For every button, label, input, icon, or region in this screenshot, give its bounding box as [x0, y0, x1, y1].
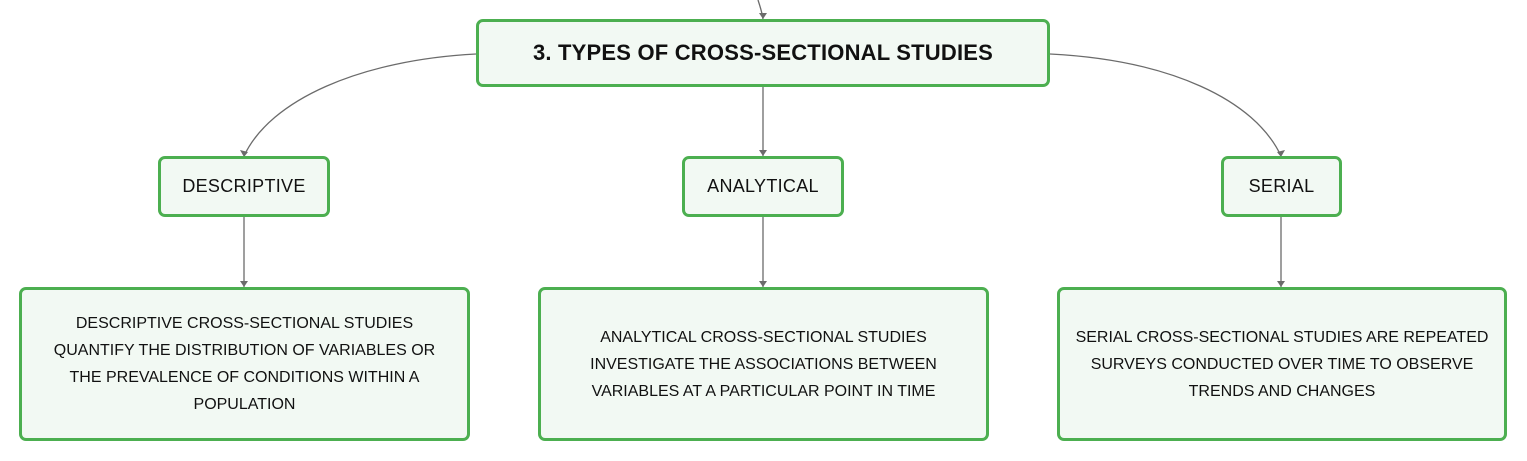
category-node-analytical[interactable]: ANALYTICAL [682, 156, 844, 217]
connector-root-serial [1049, 53, 1282, 157]
category-node-descriptive[interactable]: DESCRIPTIVE [158, 156, 330, 217]
category-label-descriptive: DESCRIPTIVE [182, 176, 306, 196]
arrowhead-descriptive [240, 150, 248, 157]
category-label-analytical: ANALYTICAL [707, 176, 819, 196]
arrowhead-serial-detail [1277, 281, 1285, 287]
arrowhead-descriptive-detail [240, 281, 248, 287]
detail-node-serial[interactable]: SERIAL CROSS-SECTIONAL STUDIES ARE REPEA… [1057, 287, 1507, 441]
detail-text-serial: SERIAL CROSS-SECTIONAL STUDIES ARE REPEA… [1075, 328, 1489, 400]
root-title: 3. TYPES OF CROSS-SECTIONAL STUDIES [532, 40, 994, 65]
connector-root-descriptive [243, 53, 477, 157]
detail-node-analytical[interactable]: ANALYTICAL CROSS-SECTIONAL STUDIES INVES… [538, 287, 989, 441]
arrowhead-serial [1277, 150, 1285, 157]
root-node[interactable]: 3. TYPES OF CROSS-SECTIONAL STUDIES [476, 19, 1050, 87]
category-label-serial: SERIAL [1248, 176, 1315, 196]
arrowhead-analytical-detail [759, 281, 767, 287]
category-node-serial[interactable]: SERIAL [1221, 156, 1342, 217]
detail-text-descriptive: DESCRIPTIVE CROSS-SECTIONAL STUDIES QUAN… [53, 315, 436, 413]
detail-text-analytical: ANALYTICAL CROSS-SECTIONAL STUDIES INVES… [590, 328, 937, 400]
incoming-arrowhead [759, 13, 767, 19]
arrowhead-analytical [759, 150, 767, 156]
detail-node-descriptive[interactable]: DESCRIPTIVE CROSS-SECTIONAL STUDIES QUAN… [19, 287, 470, 441]
